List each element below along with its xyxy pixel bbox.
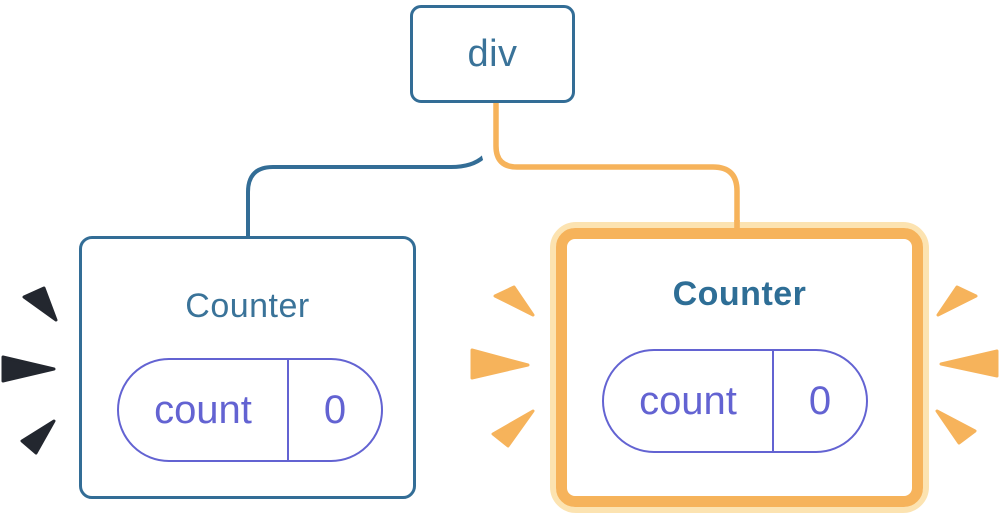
div-node-label: div — [467, 32, 518, 75]
counter-title: Counter — [185, 287, 310, 325]
state-key: count — [154, 387, 252, 432]
burst-spark-icon — [491, 409, 535, 448]
state-key: count — [639, 378, 737, 423]
pill-divider-line — [772, 351, 774, 451]
burst-spark-icon — [22, 286, 58, 322]
state-value: 0 — [323, 387, 347, 432]
burst-spark-icon — [936, 285, 978, 317]
state-pill: count 0 — [602, 349, 868, 453]
state-pill: count 0 — [117, 358, 383, 462]
counter-title: Counter — [672, 275, 807, 313]
counter-node-right: Counter count 0 — [567, 239, 912, 496]
burst-spark-icon — [470, 348, 530, 380]
burst-spark-icon — [20, 419, 56, 455]
burst-spark-icon — [935, 409, 977, 445]
edge-to-right-counter — [493, 98, 740, 234]
burst-spark-icon — [1, 355, 56, 383]
counter-node-left: Counter count 0 — [79, 236, 416, 499]
burst-spark-icon — [493, 285, 535, 317]
pill-divider-line — [287, 360, 289, 460]
highlight-ring: Counter count 0 — [556, 228, 923, 507]
div-node: div — [410, 5, 575, 103]
burst-spark-icon — [939, 349, 999, 378]
state-value: 0 — [808, 378, 832, 423]
edge-to-left-counter — [246, 104, 498, 240]
counter-node-right-highlight: Counter count 0 — [550, 222, 929, 513]
